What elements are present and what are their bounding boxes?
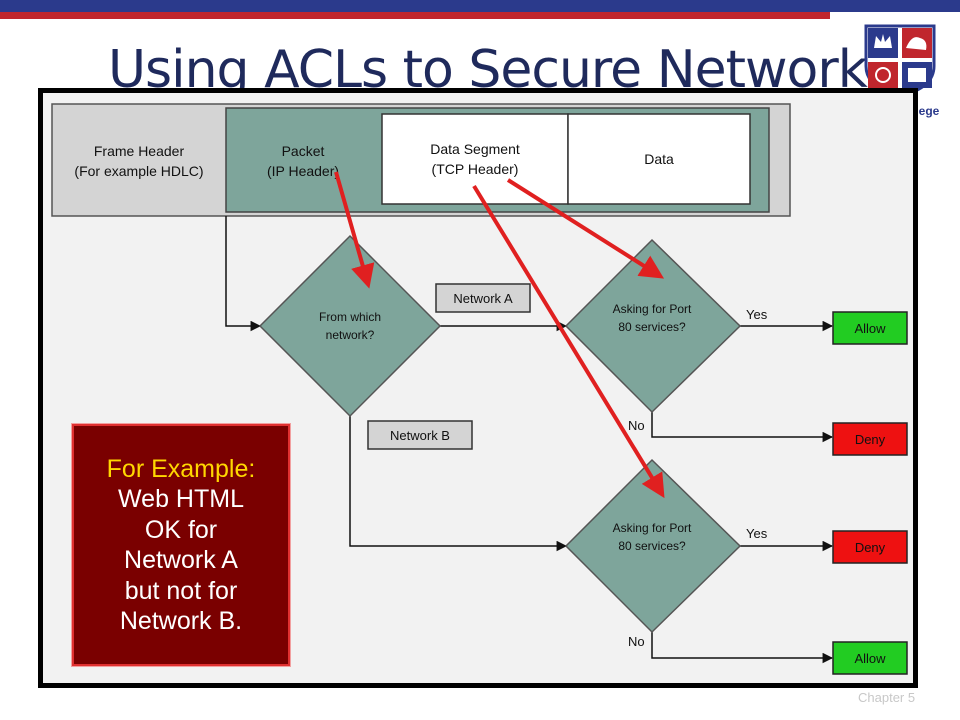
- red-arrow-segment-to-port-a: [506, 178, 665, 279]
- packet-header-label: (IP Header): [267, 163, 339, 179]
- callout-heading: For Example:: [106, 454, 256, 483]
- frame-header-label: Frame Header: [94, 143, 185, 159]
- example-callout: For Example: Web HTML OK for Network A b…: [72, 424, 290, 666]
- flow-line-port-b-no: [651, 628, 834, 664]
- port-decision-b-line1: Asking for Port: [613, 521, 692, 535]
- port-decision-b-diamond: [564, 458, 742, 634]
- result-allow-b-label: Allow: [854, 651, 886, 666]
- result-deny-a-box: [832, 422, 908, 456]
- callout-line-2: Web HTML: [118, 485, 244, 513]
- callout-line-5: but not for: [124, 576, 238, 605]
- data-block: [567, 113, 751, 205]
- data-label: Data: [644, 151, 674, 167]
- top-accent-gap: [830, 12, 960, 19]
- data-segment-header-label: (TCP Header): [432, 161, 519, 177]
- network-decision-diamond: [258, 234, 442, 418]
- top-accent-bar-red: [0, 12, 960, 19]
- port-decision-a-diamond: [564, 238, 742, 414]
- port-decision-a-line2: 80 services?: [618, 320, 686, 334]
- result-allow-a-label: Allow: [854, 321, 886, 336]
- callout-line-3: OK for: [144, 515, 218, 544]
- callout-line-6: Network B.: [119, 607, 243, 635]
- yes-label-a: Yes: [746, 307, 768, 322]
- flow-line-port-a-no: [651, 408, 834, 443]
- network-a-label: Network A: [453, 291, 513, 306]
- network-b-label: Network B: [390, 428, 450, 443]
- network-b-label-box: [367, 420, 473, 450]
- college-name-fragment: llege: [912, 104, 940, 118]
- network-decision-line1: From which: [319, 310, 381, 324]
- red-arrow-segment-to-port-b: [472, 184, 665, 499]
- flow-line-network-b: [349, 416, 568, 552]
- college-crest-logo: [864, 24, 936, 98]
- result-deny-b-box: [832, 530, 908, 564]
- frame-header-example: (For example HDLC): [74, 163, 203, 179]
- no-label-a: No: [628, 418, 645, 433]
- packet-label: Packet: [282, 143, 325, 159]
- callout-line-4: Network A: [124, 546, 238, 574]
- result-deny-b-label: Deny: [855, 540, 886, 555]
- port-decision-a-line1: Asking for Port: [613, 302, 692, 316]
- result-allow-a-box: [832, 311, 908, 345]
- network-a-label-box: [435, 283, 531, 313]
- yes-label-b: Yes: [746, 526, 768, 541]
- port-decision-b-line2: 80 services?: [618, 539, 686, 553]
- red-arrow-packet-to-network: [334, 171, 375, 289]
- network-decision-line2: network?: [326, 328, 375, 342]
- data-segment-label: Data Segment: [430, 141, 520, 157]
- flow-line-to-network-decision: [225, 216, 262, 332]
- no-label-b: No: [628, 634, 645, 649]
- result-allow-b-box: [832, 641, 908, 675]
- top-accent-bar-blue: [0, 0, 960, 12]
- chapter-footer: Chapter 5: [858, 690, 916, 705]
- result-deny-a-label: Deny: [855, 432, 886, 447]
